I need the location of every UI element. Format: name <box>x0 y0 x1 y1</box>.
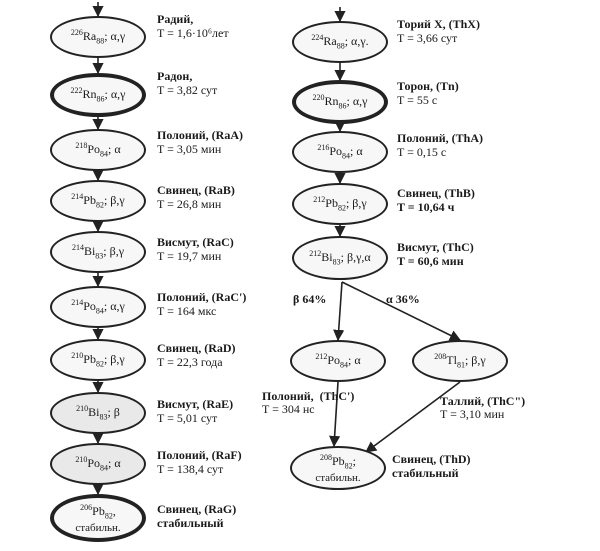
node-po214: 214Po84; α,γ <box>50 286 146 328</box>
info-pb212: Свинец, (ThB)T = 10,64 ч <box>397 186 475 214</box>
node-rn220: 220Rn86; α,γ <box>292 80 388 124</box>
node-po216: 216Po84; α <box>292 131 388 173</box>
node-po210: 210Po84; α <box>50 443 146 485</box>
info-tl208: Таллий, (ThC") T = 3,10 мин <box>440 394 526 421</box>
node-pb212: 212Pb82; β,γ <box>292 183 388 225</box>
node-pb208: 208Pb82; стабильн. <box>290 446 386 490</box>
info-po212: Полоний, (ThC') T = 304 нс <box>262 389 355 416</box>
node-bi214: 214Bi83; β,γ <box>50 231 146 273</box>
info-bi210: Висмут, (RaE)T = 5,01 сут <box>157 397 234 425</box>
info-bi212: Висмут, (ThC)T = 60,6 мин <box>397 240 474 268</box>
info-pb214: Свинец, (RaB)T = 26,8 мин <box>157 183 235 211</box>
info-po218: Полоний, (RaA)T = 3,05 мин <box>157 128 243 156</box>
node-pb210: 210Pb82; β,γ <box>50 339 146 381</box>
tl208-to-pb208-arrow <box>365 381 461 453</box>
info-ra224: Торий X, (ThX)T = 3,66 сут <box>397 17 480 45</box>
branch-alpha-label: α 36% <box>386 292 420 306</box>
info-rn220: Торон, (Tn)T = 55 с <box>397 79 459 107</box>
info-bi214: Висмут, (RaC)T = 19,7 мин <box>157 235 234 263</box>
branch-beta-arrow <box>333 281 345 342</box>
node-pb206: 206Pb82, стабильн. <box>50 494 146 542</box>
node-rn222: 222Rn86; α,γ <box>50 73 146 117</box>
info-rn222: Радон,T = 3,82 сут <box>157 69 218 97</box>
info-pb210: Свинец, (RaD)T = 22,3 года <box>157 341 236 369</box>
info-po210: Полоний, (RaF)T = 138,4 сут <box>157 448 242 476</box>
info-po216: Полоний, (ThA)T = 0,15 с <box>397 131 483 159</box>
node-tl208: 208Tl81; β,γ <box>412 340 508 382</box>
node-pb214: 214Pb82; β,γ <box>50 180 146 222</box>
node-bi210: 210Bi83; β <box>50 392 146 434</box>
info-pb208: Свинец, (ThD) стабильный <box>392 452 471 480</box>
branch-beta-label: β 64% <box>293 292 327 306</box>
info-ra226: Радий,T = 1,6·10⁶лет <box>157 12 229 40</box>
node-po218: 218Po84; α <box>50 129 146 171</box>
info-po214: Полоний, (RaC')T = 164 мкс <box>157 290 247 318</box>
node-ra224: 224Ra88; α,γ. <box>292 21 388 63</box>
po212-to-pb208-arrow <box>329 381 341 448</box>
node-bi212: 212Bi83; β,γ,α <box>292 236 388 280</box>
node-po212: 212Po84; α <box>290 340 386 382</box>
info-pb206: Свинец, (RaG)стабильный <box>157 502 237 530</box>
node-ra226: 226Ra88; α,γ <box>50 16 146 58</box>
branch-alpha-arrow <box>341 281 462 341</box>
